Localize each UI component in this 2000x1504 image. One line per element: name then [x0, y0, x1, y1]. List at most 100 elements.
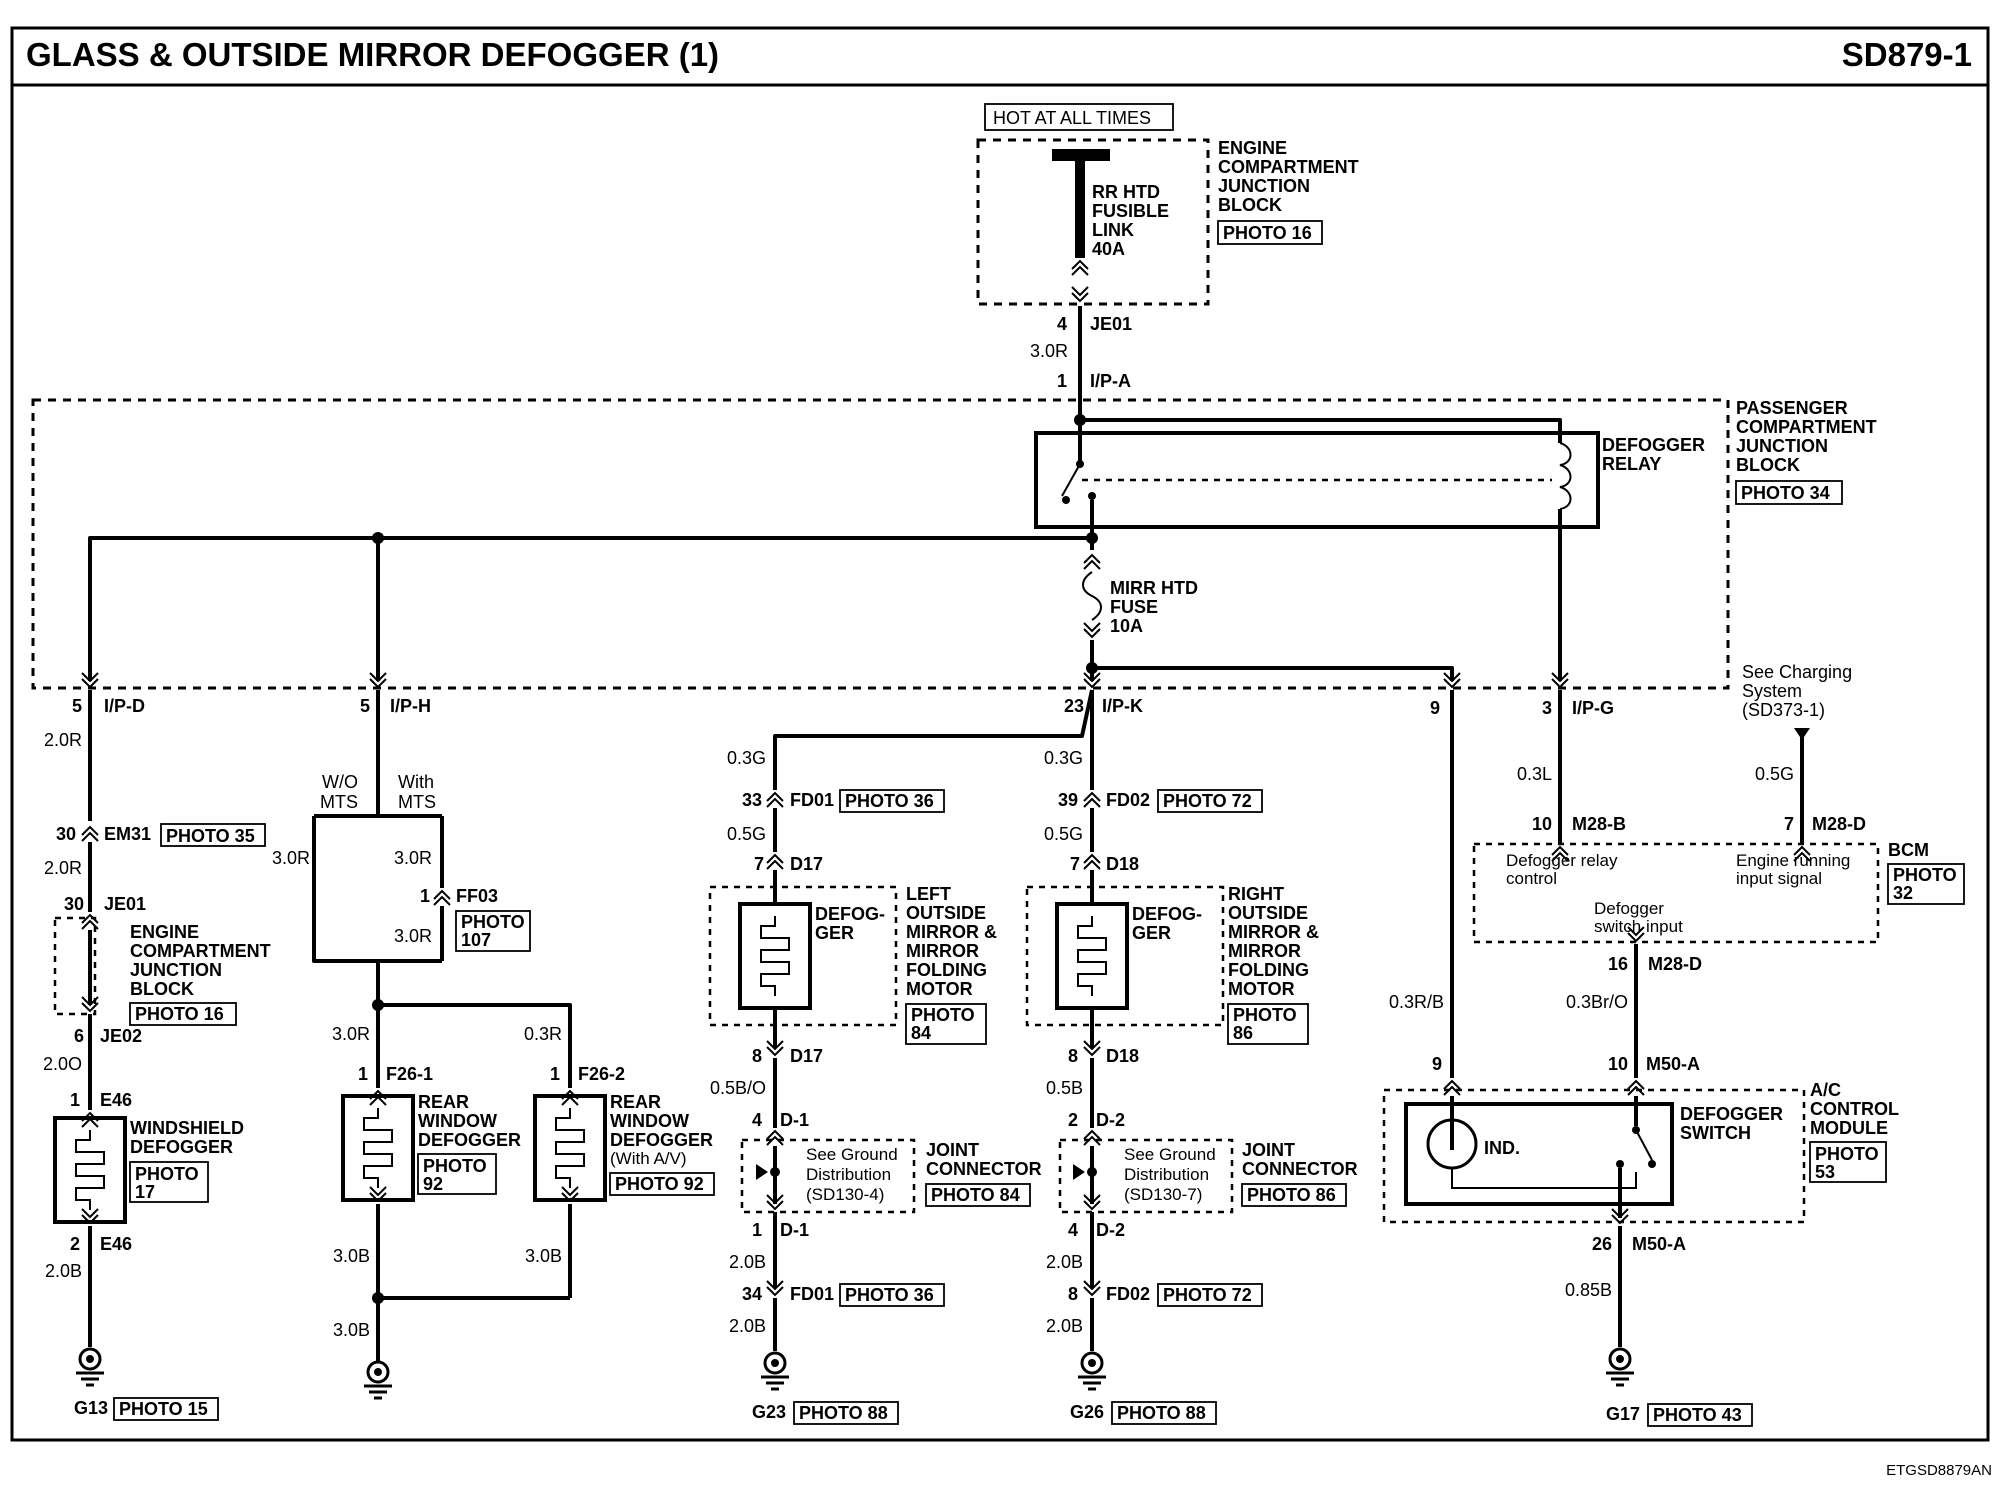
right-mirror-label-3: MIRROR &: [1228, 922, 1319, 942]
ground-g13: G13: [74, 1398, 108, 1418]
ff03-photo-1: PHOTO: [461, 912, 525, 932]
left-joint-label-1: JOINT: [926, 1140, 979, 1160]
fd01-connector-2: FD01: [790, 1284, 834, 1304]
engine-signal-label-1: Engine running: [1736, 851, 1850, 870]
left-ground-ref-2: Distribution: [806, 1165, 891, 1184]
passenger-junction-block-label-3: JUNCTION: [1736, 436, 1828, 456]
fusible-link-label-4: 40A: [1092, 239, 1125, 259]
right-mirror-photo-1: PHOTO: [1233, 1005, 1297, 1025]
d17-pin-2: 8: [752, 1046, 762, 1066]
passenger-junction-block-label-4: BLOCK: [1736, 455, 1800, 475]
rear-window-photo-1: PHOTO: [423, 1156, 487, 1176]
ac-module-outline: [1382, 1088, 1806, 1224]
e46-connector-1: E46: [100, 1090, 132, 1110]
right-mirror-photo-box: [1227, 1003, 1309, 1045]
engine-junction-block-label-4: BLOCK: [1218, 195, 1282, 215]
with-mts-label-2: MTS: [398, 792, 436, 812]
m28d-connector: M28-D: [1812, 814, 1866, 834]
diagram-title: GLASS & OUTSIDE MIRROR DEFOGGER (1): [26, 36, 719, 73]
d2-pin-bottom: 4: [1068, 1220, 1078, 1240]
e46-connector-2: E46: [100, 1234, 132, 1254]
ground-g17-photo-box: [1647, 1403, 1753, 1427]
conn-ipk: I/P-K: [1102, 696, 1143, 716]
col1-ecjb-outline: [53, 916, 97, 1016]
d1-connector-top: D-1: [780, 1110, 809, 1130]
fd01-pin-2: 34: [742, 1284, 762, 1304]
wire-2-0o: 2.0O: [43, 1054, 82, 1074]
fusible-link-label-3: LINK: [1092, 220, 1134, 240]
right-wire-2-0b-b: 2.0B: [1046, 1316, 1083, 1336]
defogger-switch-label-1: DEFOGGER: [1680, 1104, 1783, 1124]
ground-g26-photo-box: [1111, 1401, 1217, 1425]
bcm-label: BCM: [1888, 840, 1929, 860]
right-heater-label-2: GER: [1132, 923, 1171, 943]
d1-pin-top: 4: [752, 1110, 762, 1130]
d2-connector-top: D-2: [1096, 1110, 1125, 1130]
passenger-junction-block-photo: PHOTO 34: [1741, 483, 1830, 503]
col1-ecjb-label-2: COMPARTMENT: [130, 941, 271, 961]
col1-ecjb-label-4: BLOCK: [130, 979, 194, 999]
m50a-pin-10: 10: [1608, 1054, 1628, 1074]
right-wire-0-3g: 0.3G: [1044, 748, 1083, 768]
windshield-defogger-label-1: WINDSHIELD: [130, 1118, 244, 1138]
ground-g23-photo-box: [793, 1401, 899, 1425]
rear-window-av-label-2: WINDOW: [610, 1111, 689, 1131]
charging-ref-3: (SD373-1): [1742, 700, 1825, 720]
je01-connector-left: JE01: [104, 894, 146, 914]
left-mirror-photo-box: [905, 1003, 987, 1045]
right-mirror-label-2: OUTSIDE: [1228, 903, 1308, 923]
right-mirror-label-6: MOTOR: [1228, 979, 1295, 999]
engine-junction-block-label-2: COMPARTMENT: [1218, 157, 1359, 177]
d18-connector: D18: [1106, 854, 1139, 874]
wire-3-0r-left: 3.0R: [272, 848, 310, 868]
d17-connector: D17: [790, 854, 823, 874]
fd01-pin: 33: [742, 790, 762, 810]
col2-labels: 5 I/P-H W/O MTS With MTS 3.0R 3.0R 1 FF0…: [272, 696, 715, 1340]
d18-connector-2: D18: [1106, 1046, 1139, 1066]
ground-g17: G17: [1606, 1404, 1640, 1424]
left-heater-label-1: DEFOG-: [815, 904, 885, 924]
right-mirror-label-4: MIRROR: [1228, 941, 1301, 961]
rear-window-av-photo-box: [609, 1172, 715, 1196]
fusible-link-label-1: RR HTD: [1092, 182, 1160, 202]
rear-window-av-label-3: DEFOGGER: [610, 1130, 713, 1150]
m50a-pin-9: 9: [1432, 1054, 1442, 1074]
wire-0-3rb: 0.3R/B: [1389, 992, 1444, 1012]
defogger-relay-label-1: DEFOGGER: [1602, 435, 1705, 455]
fd01-photo-box: [839, 789, 945, 813]
left-wire-0-5g: 0.5G: [727, 824, 766, 844]
diagram-frame: [10, 83, 1990, 1442]
bcm-photo-box: [1887, 863, 1965, 905]
ff03-photo-2: 107: [461, 930, 491, 950]
outlines: [53, 842, 1880, 1224]
passenger-junction-block-photo-box: [1735, 480, 1843, 505]
fd02-connector: FD02: [1106, 790, 1150, 810]
ground-g23: G23: [752, 1402, 786, 1422]
hot-at-all-times-label: HOT AT ALL TIMES: [993, 108, 1151, 128]
f261-connector: F26-1: [386, 1064, 433, 1084]
rear-window-label-3: DEFOGGER: [418, 1130, 521, 1150]
left-wire-0-3g: 0.3G: [727, 748, 766, 768]
wire-3-0r-right-2: 3.0R: [394, 926, 432, 946]
conn-iph: I/P-H: [390, 696, 431, 716]
right-wire-2-0b-a: 2.0B: [1046, 1252, 1083, 1272]
je02-connector: JE02: [100, 1026, 142, 1046]
right-joint-label-2: CONNECTOR: [1242, 1159, 1358, 1179]
em31-photo-box: [160, 823, 266, 847]
d2-connector-bottom: D-2: [1096, 1220, 1125, 1240]
d17-connector-2: D17: [790, 1046, 823, 1066]
switch-input-label-1: Defogger: [1594, 899, 1664, 918]
left-wire-2-0b-b: 2.0B: [729, 1316, 766, 1336]
col3-labels: 23 I/P-K 0.3G 33 FD01 PHOTO 36 0.5G 7 D1…: [710, 696, 1358, 1425]
right-joint-label-1: JOINT: [1242, 1140, 1295, 1160]
ipa-pin: 1: [1057, 371, 1067, 391]
left-mirror-outline: [708, 885, 898, 1027]
wire-0-3bro: 0.3Br/O: [1566, 992, 1628, 1012]
windshield-defogger-label-2: DEFOGGER: [130, 1137, 233, 1157]
ground-g26-photo: PHOTO 88: [1117, 1403, 1206, 1423]
ipa-connector: I/P-A: [1090, 371, 1131, 391]
ac-module-photo-2: 53: [1815, 1162, 1835, 1182]
right-mirror-label-5: FOLDING: [1228, 960, 1309, 980]
left-mirror-label-4: MIRROR: [906, 941, 979, 961]
d18-pin-2: 8: [1068, 1046, 1078, 1066]
